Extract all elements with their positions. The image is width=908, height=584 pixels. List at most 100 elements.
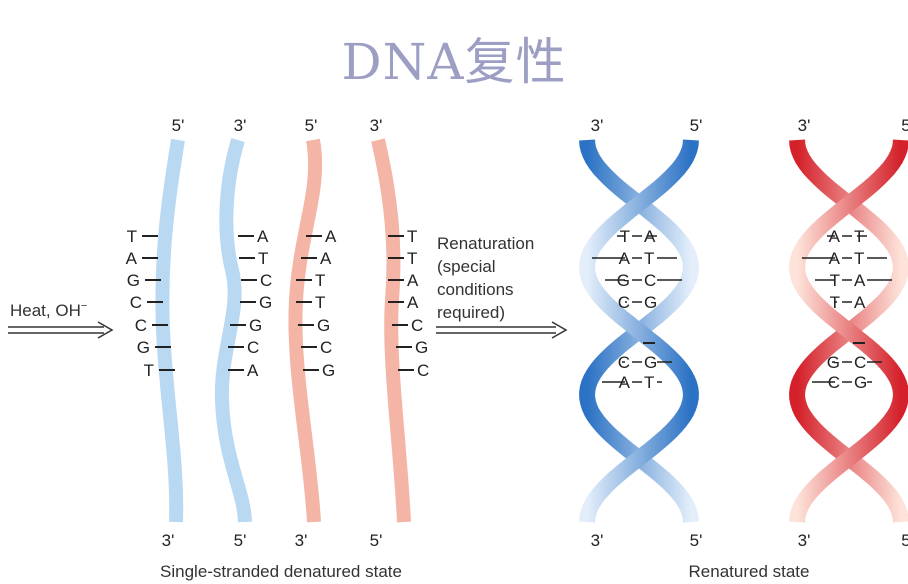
base-letter: A bbox=[247, 361, 259, 380]
caption-renatured: Renatured state bbox=[689, 562, 810, 581]
base-letter: T bbox=[644, 373, 654, 392]
base-letter: C bbox=[417, 361, 429, 380]
base-letter: G bbox=[415, 338, 428, 357]
base-letter: A bbox=[257, 227, 269, 246]
base-letter: G bbox=[249, 316, 262, 335]
base-letter: C bbox=[828, 373, 840, 392]
base-letter: T bbox=[620, 227, 630, 246]
double-arrow-icon bbox=[8, 321, 114, 339]
base-letter: G bbox=[137, 338, 150, 357]
helix-top-right-end-label: 5' bbox=[690, 116, 703, 135]
helix-top-left-end-label: 3' bbox=[591, 116, 604, 135]
base-letter: G bbox=[322, 361, 335, 380]
base-letter: T bbox=[144, 361, 154, 380]
base-letter: C bbox=[135, 316, 147, 335]
helix-strand-2 bbox=[789, 139, 908, 523]
base-letter: C bbox=[260, 271, 272, 290]
base-letter: A bbox=[126, 249, 138, 268]
strand-bottom-end-label: 5' bbox=[370, 531, 383, 550]
helix-bottom-right-end-label: 5' bbox=[690, 531, 703, 550]
base-letter: A bbox=[829, 249, 841, 268]
single-strands: 5'3'TAGCCGT3'5'ATCGGCA5'3'AATTGCG3'5'TTA… bbox=[126, 116, 430, 550]
base-letter: C bbox=[854, 353, 866, 372]
base-letter: T bbox=[830, 293, 840, 312]
base-letter: C bbox=[130, 293, 142, 312]
renaturation-label-line-2: (special bbox=[437, 257, 496, 276]
strand-backbone bbox=[214, 137, 252, 523]
caption-denatured: Single-stranded denatured state bbox=[160, 562, 402, 581]
strand-top-end-label: 5' bbox=[305, 116, 318, 135]
base-letter: A bbox=[854, 271, 866, 290]
strand-bottom-end-label: 3' bbox=[295, 531, 308, 550]
double-arrow-icon bbox=[436, 321, 568, 339]
helix-top-left-end-label: 3' bbox=[798, 116, 811, 135]
base-letter: T bbox=[407, 227, 417, 246]
base-letter: C bbox=[618, 353, 630, 372]
helix-top-right-end-label: 5 bbox=[901, 116, 908, 135]
helix-bottom-left-end-label: 3' bbox=[798, 531, 811, 550]
base-letter: T bbox=[407, 249, 417, 268]
helix-bottom-left-end-label: 3' bbox=[591, 531, 604, 550]
base-letter: T bbox=[315, 293, 325, 312]
base-letter: C bbox=[644, 271, 656, 290]
base-letter: C bbox=[247, 338, 259, 357]
strand-top-end-label: 3' bbox=[234, 116, 247, 135]
strand-top-end-label: 5' bbox=[172, 116, 185, 135]
base-letter: T bbox=[258, 249, 268, 268]
renaturation-label-line-4: required) bbox=[437, 303, 505, 322]
base-letter: G bbox=[127, 271, 140, 290]
base-letter: A bbox=[619, 373, 631, 392]
base-letter: A bbox=[407, 271, 419, 290]
base-letter: T bbox=[127, 227, 137, 246]
base-letter: C bbox=[618, 293, 630, 312]
base-letter: T bbox=[830, 271, 840, 290]
strand-backbone bbox=[288, 138, 323, 523]
base-letter: A bbox=[619, 249, 631, 268]
base-letter: G bbox=[827, 353, 840, 372]
base-letter: C bbox=[320, 338, 332, 357]
strand-bottom-end-label: 3' bbox=[162, 531, 175, 550]
helix-strand-2 bbox=[579, 139, 699, 523]
base-letter: G bbox=[644, 293, 657, 312]
strand-bottom-end-label: 5' bbox=[234, 531, 247, 550]
base-letter: T bbox=[315, 271, 325, 290]
base-letter: A bbox=[320, 249, 332, 268]
base-letter: C bbox=[411, 316, 423, 335]
renaturation-arrow: Renaturation (special conditions require… bbox=[436, 234, 568, 339]
renaturation-label-line-3: conditions bbox=[437, 280, 514, 299]
helix-bottom-right-end-label: 5 bbox=[901, 531, 908, 550]
base-letter: A bbox=[407, 293, 419, 312]
base-letter: T bbox=[644, 249, 654, 268]
base-letter: T bbox=[854, 249, 864, 268]
strand-backbone bbox=[155, 138, 185, 523]
base-letter: G bbox=[644, 353, 657, 372]
base-letter: A bbox=[854, 293, 866, 312]
base-letter: G bbox=[617, 271, 630, 290]
page-title: DNA复性 bbox=[341, 33, 567, 91]
base-letter: G bbox=[854, 373, 867, 392]
strand-top-end-label: 3' bbox=[370, 116, 383, 135]
renaturation-label-line-1: Renaturation bbox=[437, 234, 534, 253]
base-letter: A bbox=[829, 227, 841, 246]
strand-backbone bbox=[371, 138, 411, 523]
